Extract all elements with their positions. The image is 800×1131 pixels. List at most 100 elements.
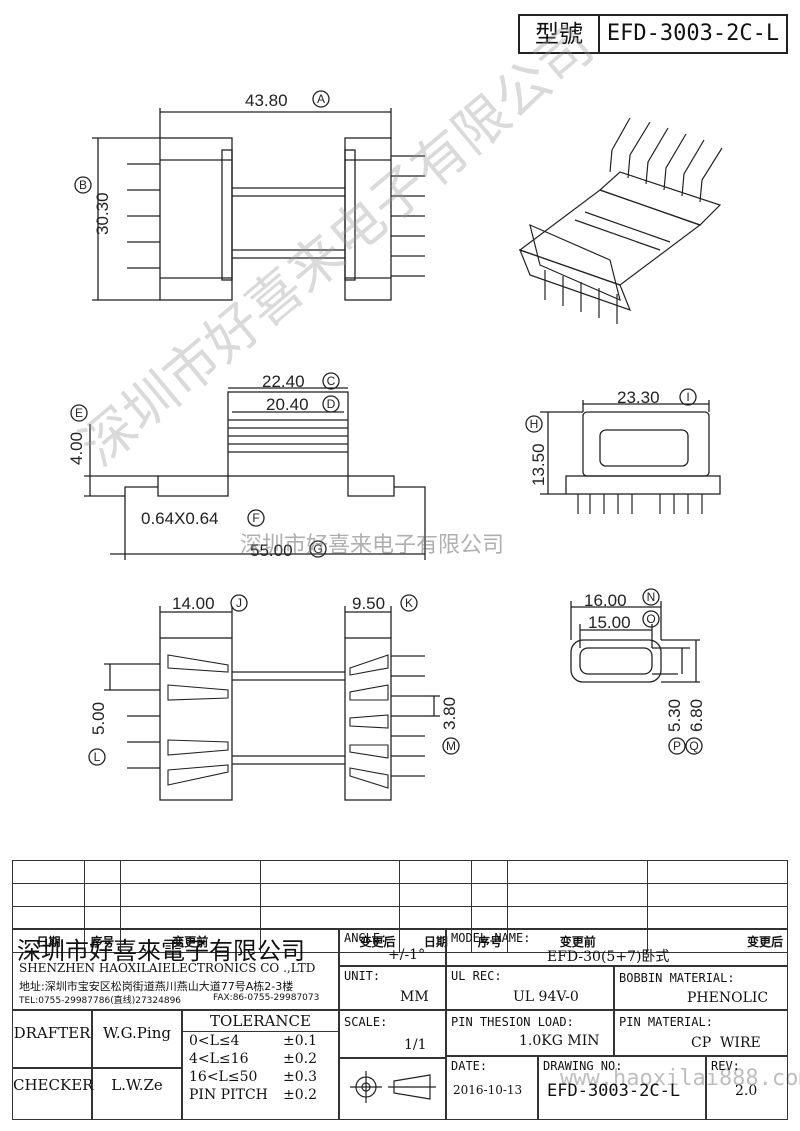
company-block: 深圳市好喜來電子有限公司 SHENZHEN HAOXILAIELECTRONIC… — [12, 928, 339, 1010]
model-box-label: 型號 — [520, 16, 600, 52]
pin-load-label: PIN THESION LOAD: — [451, 1015, 574, 1029]
ul-label: UL REC: — [451, 969, 502, 983]
tol-value-2: ±0.2 — [283, 1051, 317, 1067]
checker-name: L.W.Ze — [111, 1076, 163, 1094]
drafter-label: DRAFTER — [13, 1024, 91, 1042]
tol-range-1: 0<L≤4 — [189, 1033, 240, 1049]
svg-text:A: A — [317, 92, 325, 106]
rev-header-after-2: 变更后 — [647, 929, 788, 953]
model-box: 型號 EFD-3003-2C-L — [518, 14, 788, 54]
company-fax: FAX:86-0755-29987073 — [213, 993, 320, 1003]
checker-label-cell: CHECKER — [12, 1068, 94, 1120]
tol-range-4: PIN PITCH — [189, 1087, 268, 1103]
svg-text:43.80: 43.80 — [245, 91, 288, 110]
company-name-en: SHENZHEN HAOXILAIELECTRONICS CO .,LTD — [19, 961, 316, 975]
tol-range-3: 16<L≤50 — [189, 1069, 258, 1085]
revision-table: 日期 序号 变更前 变更后 日期 序号 变更前 变更后 — [12, 860, 788, 953]
projection-symbol-icon — [350, 1071, 436, 1103]
rev-cell: REV: 2.0 — [706, 1056, 788, 1120]
unit-value: MM — [400, 989, 429, 1005]
svg-text:5.30: 5.30 — [665, 699, 684, 732]
pin-load-value: 1.0KG MIN — [519, 1033, 600, 1049]
date-cell: DATE: 2016-10-13 — [446, 1056, 538, 1120]
tol-value-3: ±0.3 — [283, 1069, 317, 1085]
scale-cell: SCALE: 1/1 — [339, 1010, 446, 1058]
rev-header-before-2: 变更前 — [507, 929, 649, 953]
svg-text:30.30: 30.30 — [93, 192, 112, 235]
tol-range-2: 4<L≤16 — [189, 1051, 249, 1067]
front-view — [84, 387, 426, 560]
svg-text:5.00: 5.00 — [89, 702, 108, 735]
svg-text:E: E — [75, 406, 83, 420]
svg-text:B: B — [79, 178, 87, 192]
tol-value-4: ±0.2 — [283, 1087, 317, 1103]
svg-text:F: F — [252, 511, 259, 525]
svg-text:J: J — [236, 596, 242, 610]
section-view — [570, 601, 700, 683]
tol-value-1: ±0.1 — [283, 1033, 317, 1049]
bobbin-material-value: PHENOLIC — [687, 990, 769, 1006]
svg-text:M: M — [446, 739, 456, 753]
drafter-cell: W.G.Ping — [92, 1010, 182, 1068]
svg-text:14.00: 14.00 — [172, 594, 215, 613]
svg-text:D: D — [327, 397, 336, 411]
pin-material-label: PIN MATERIAL: — [619, 1015, 713, 1029]
iso-view — [518, 117, 723, 324]
svg-text:I: I — [686, 390, 689, 404]
ul-value: UL 94V-0 — [513, 989, 579, 1005]
bobbin-material-cell: BOBBIN MATERIAL: PHENOLIC — [614, 966, 788, 1010]
svg-text:C: C — [327, 374, 336, 388]
company-tel: TEL:0755-29987786(直线)27324896 — [19, 996, 182, 1006]
checker-label: CHECKER — [13, 1076, 94, 1094]
svg-text:9.50: 9.50 — [352, 594, 385, 613]
company-address: 地址:深圳市宝安区松岗街道燕川燕山大道77号A栋2-3楼 — [19, 980, 294, 993]
svg-text:G: G — [313, 542, 322, 556]
checker-cell: L.W.Ze — [92, 1068, 182, 1120]
svg-text:Q: Q — [689, 739, 698, 753]
svg-text:P: P — [673, 739, 681, 753]
bottom-view — [104, 606, 440, 801]
svg-text:16.00: 16.00 — [584, 591, 627, 610]
svg-text:L: L — [94, 750, 101, 764]
date-value: 2016-10-13 — [453, 1083, 523, 1097]
tolerance-title: TOLERANCE — [183, 1011, 338, 1032]
svg-text:55.00: 55.00 — [250, 541, 293, 560]
svg-text:15.00: 15.00 — [588, 613, 631, 632]
drafter-label-cell: DRAFTER — [12, 1010, 92, 1068]
rev-header-after-1: 变更后 — [259, 929, 401, 953]
pin-material-cell: PIN MATERIAL: CP WIRE — [614, 1010, 788, 1056]
svg-text:6.80: 6.80 — [687, 699, 706, 732]
drawing-no-cell: DRAWING NO: EFD-3003-2C-L — [538, 1056, 706, 1120]
svg-text:22.40: 22.40 — [262, 372, 305, 391]
svg-text:4.00: 4.00 — [67, 432, 86, 465]
model-name-cell: MODEL NAME: EFD-30(5+7)卧式 — [446, 928, 788, 966]
svg-text:H: H — [530, 417, 539, 431]
svg-text:0.64X0.64: 0.64X0.64 — [141, 509, 219, 528]
ul-cell: UL REC: UL 94V-0 — [446, 966, 614, 1010]
svg-text:O: O — [646, 612, 655, 626]
svg-text:K: K — [405, 596, 413, 610]
projection-cell — [339, 1058, 446, 1120]
angle-value: +/-1° — [388, 947, 426, 963]
rev-header-no-1: 序号 — [83, 929, 121, 953]
model-name-label: MODEL NAME: — [451, 931, 531, 945]
drawing-no-label: DRAWING NO: — [543, 1059, 623, 1073]
svg-text:23.30: 23.30 — [617, 388, 660, 407]
rev-header-date-1: 日期 — [12, 929, 85, 953]
svg-text:13.50: 13.50 — [529, 443, 548, 486]
model-name-value: EFD-30(5+7)卧式 — [547, 949, 670, 965]
svg-text:N: N — [647, 590, 656, 604]
side-view — [540, 400, 721, 514]
company-name-cn: 深圳市好喜來電子有限公司 — [17, 937, 305, 965]
angle-cell: ANGLE: +/-1° — [339, 928, 446, 966]
bobbin-material-label: BOBBIN MATERIAL: — [619, 971, 735, 985]
unit-cell: UNIT: MM — [339, 966, 446, 1010]
svg-text:20.40: 20.40 — [266, 395, 309, 414]
angle-label: ANGLE: — [344, 931, 388, 945]
rev-header-before-1: 变更前 — [119, 929, 261, 953]
scale-value: 1/1 — [404, 1037, 427, 1053]
drawing-no-value: EFD-3003-2C-L — [547, 1081, 681, 1101]
svg-text:3.80: 3.80 — [440, 697, 459, 730]
unit-label: UNIT: — [344, 969, 381, 983]
pin-load-cell: PIN THESION LOAD: 1.0KG MIN — [446, 1010, 614, 1056]
